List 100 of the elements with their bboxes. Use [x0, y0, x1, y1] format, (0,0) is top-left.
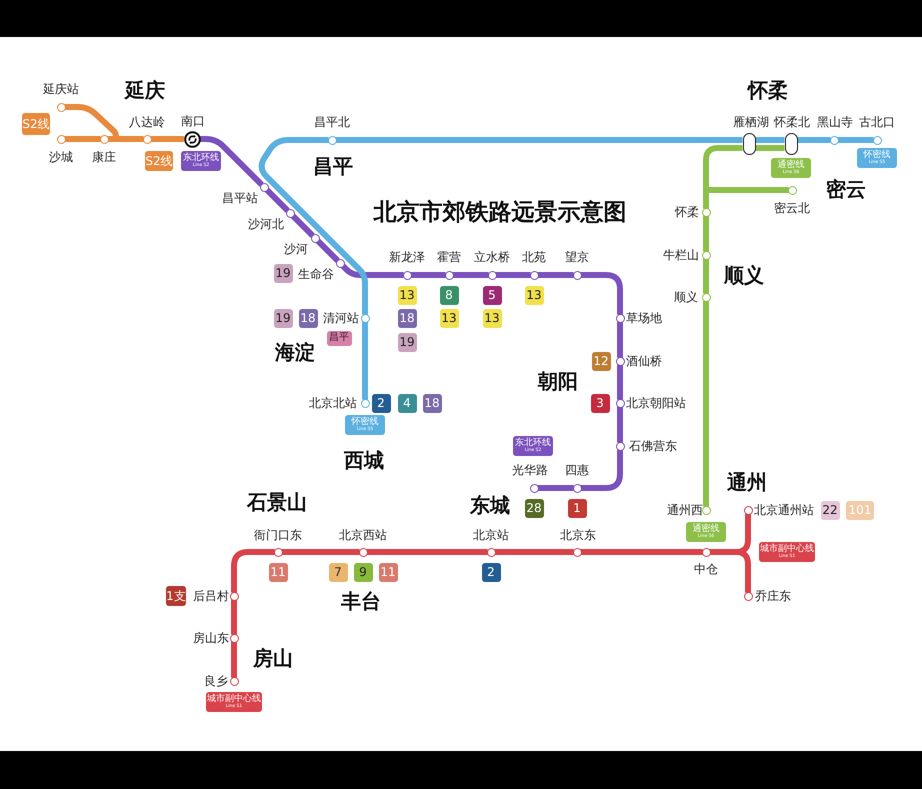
station-name: 乔庄东 — [755, 590, 791, 602]
station-dot-icon — [56, 102, 66, 112]
station-name: 南口 — [181, 115, 205, 127]
station-dot-icon — [360, 398, 370, 408]
rail-line — [150, 136, 184, 142]
rail-line — [362, 321, 368, 400]
station-name: 北京西站 — [339, 529, 387, 541]
station-dot-icon — [230, 634, 238, 642]
station-dot-icon — [616, 314, 624, 322]
district-name: 丰台 — [341, 591, 381, 611]
interchange-icon — [184, 130, 200, 148]
station-name: 八达岭 — [129, 116, 165, 128]
rail-line — [231, 641, 237, 678]
station-dot-icon — [744, 592, 752, 600]
line-badge: 18 — [422, 394, 442, 412]
line-badge: 19 — [274, 308, 292, 328]
district-name: 朝阳 — [538, 371, 578, 391]
rail-line — [231, 599, 237, 635]
rail-line — [64, 136, 101, 142]
rail-line — [709, 549, 736, 555]
station-name: 北京朝阳站 — [626, 397, 686, 409]
station-dot-icon — [744, 506, 752, 514]
station-dot-icon — [702, 548, 710, 556]
station-name: 沙河 — [284, 243, 308, 255]
station-dot-icon — [530, 270, 538, 280]
rail-line — [335, 137, 742, 143]
line-badge: 101 — [846, 500, 874, 520]
line-badge: 5 — [482, 286, 502, 304]
station-dot-icon — [872, 136, 882, 144]
station-name: 生命谷 — [298, 268, 334, 280]
rail-line — [452, 272, 489, 278]
line-badge: 1 — [568, 498, 586, 518]
line-badge: S2线 — [22, 113, 50, 135]
station-dot-icon — [616, 442, 624, 450]
line-badge: 13 — [482, 308, 502, 328]
line-badge: 12 — [592, 352, 610, 370]
line-badge: 28 — [524, 498, 544, 518]
station-name: 房山东 — [193, 632, 229, 644]
district-name: 顺义 — [724, 265, 764, 285]
station-name: 望京 — [565, 251, 589, 263]
station-dot-icon — [488, 270, 496, 280]
station-name: 康庄 — [92, 151, 116, 163]
station-dot-icon — [402, 270, 412, 280]
rail-line — [231, 549, 275, 593]
rail-line — [837, 137, 874, 143]
rail-line — [703, 145, 742, 190]
line-badge: 13 — [440, 308, 458, 328]
station-name: 中仓 — [694, 563, 718, 575]
station-name: 北苑 — [522, 251, 546, 263]
station-dot-icon — [702, 506, 710, 514]
station-dot-icon — [310, 234, 320, 242]
station-dot-icon — [444, 270, 454, 280]
station-name: 牛栏山 — [663, 249, 699, 261]
line-badge: 13 — [524, 286, 544, 304]
rail-line — [617, 364, 623, 400]
map-title: 北京市郊铁路远景示意图 — [374, 200, 626, 224]
district-name: 昌平 — [313, 156, 353, 176]
station-name: 北京北站 — [309, 397, 357, 409]
station-dot-icon — [336, 258, 344, 268]
district-name: 通州 — [727, 472, 767, 492]
rail-line — [537, 272, 574, 278]
rail-line — [340, 263, 404, 278]
station-dot-icon — [328, 136, 336, 144]
station-dot-icon — [230, 676, 238, 686]
rail-line — [580, 449, 623, 491]
station-name: 沙城 — [49, 151, 73, 163]
station-name: 怀柔 — [675, 206, 699, 218]
station-dot-icon — [572, 484, 582, 492]
station-dot-icon — [260, 182, 268, 192]
rail-line — [580, 549, 703, 555]
station-name: 草场地 — [626, 312, 662, 324]
line-badge: 1支 — [166, 586, 186, 606]
station-name: 北京站 — [473, 529, 509, 541]
rail-line — [703, 190, 709, 209]
station-name: 衙门口东 — [254, 529, 302, 541]
station-name: 通州西 — [667, 504, 703, 516]
district-name: 延庆 — [125, 80, 165, 100]
rail-line — [315, 238, 340, 263]
line-badge: 18 — [398, 308, 416, 328]
district-name: 石景山 — [247, 492, 307, 512]
rail-line — [281, 549, 360, 555]
station-dot-icon — [702, 208, 710, 216]
station-name: 怀柔北 — [774, 116, 810, 128]
station-name: 后吕村 — [193, 590, 229, 602]
station-name: 昌平站 — [222, 192, 258, 204]
station-dot-icon — [142, 134, 152, 144]
station-dot-icon — [830, 136, 838, 144]
rail-line — [580, 272, 623, 315]
rail-line — [290, 213, 315, 238]
district-name: 密云 — [826, 179, 866, 199]
station-dot-icon — [616, 398, 624, 408]
station-name: 霍营 — [437, 251, 461, 263]
station-name: 光华路 — [512, 464, 548, 476]
rail-line — [756, 137, 784, 143]
station-name: 顺义 — [674, 291, 698, 303]
line-badge: S2线 — [145, 151, 173, 171]
line-badge: 19 — [274, 264, 292, 282]
rail-line — [703, 215, 709, 252]
station-dot-icon — [230, 592, 238, 600]
line-badge: 2 — [482, 562, 500, 582]
